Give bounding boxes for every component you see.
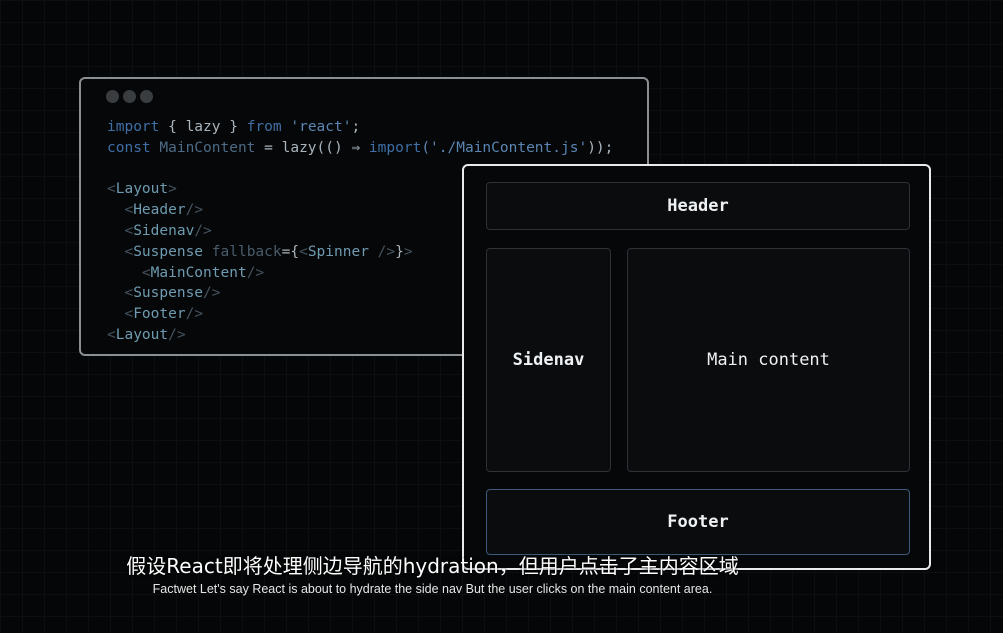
code-token: MainContent [150, 139, 256, 156]
code-token: Footer [133, 306, 186, 323]
code-line: <Suspense/> [107, 283, 613, 304]
code-token: 'react' [281, 119, 352, 135]
code-token: < [107, 243, 134, 260]
footer-region: Footer [486, 489, 910, 555]
code-token: < [107, 326, 116, 343]
code-line: <Sidenav/> [107, 221, 613, 242]
window-dot-icon [140, 90, 153, 103]
code-token [107, 161, 116, 177]
code-line: <Layout/> [107, 325, 613, 346]
code-token: /> [246, 264, 265, 281]
subtitle-english: Factwet Let's say React is about to hydr… [152, 582, 713, 596]
main-content-region: Main content [627, 248, 910, 472]
sidenav-region: Sidenav [486, 248, 611, 472]
code-token: Spinner [307, 243, 369, 260]
code-token: /> [185, 306, 204, 323]
code-line: import { lazy } from 'react'; [107, 117, 613, 138]
window-dot-icon [106, 90, 119, 103]
code-token: > [403, 243, 413, 260]
code-line: <Header/> [107, 200, 613, 221]
layout-diagram: Header Sidenav Main content Footer [462, 164, 931, 570]
code-token: Sidenav [133, 222, 195, 239]
code-token: > [168, 181, 177, 198]
code-token: = lazy(() ⇒ [255, 139, 369, 156]
code-token: Header [133, 202, 186, 219]
code-token: < [107, 202, 134, 219]
code-line: <Footer/> [107, 304, 613, 325]
code-line: <Suspense fallback={<Spinner />}> [107, 242, 613, 263]
code-token: { lazy } [159, 119, 247, 135]
code-line: const MainContent = lazy(() ⇒ import('./… [107, 138, 613, 159]
header-region: Header [486, 182, 910, 230]
code-token: < [107, 222, 134, 239]
code-token: /> [368, 243, 396, 260]
code-token: import [107, 119, 160, 135]
code-token: < [107, 181, 116, 198]
code-token: Suspense [133, 285, 204, 302]
code-token: /> [203, 285, 221, 302]
code-token: /> [194, 222, 212, 239]
code-line: <MainContent/> [107, 263, 613, 284]
subtitle-chinese: 假设React即将处理侧边导航的hydration，但用户点击了主内容区域 [126, 554, 739, 578]
code-token: < [299, 243, 308, 260]
code-block: import { lazy } from 'react';const MainC… [107, 117, 613, 346]
code-token: import [368, 139, 422, 156]
code-token: ={ [281, 243, 300, 260]
code-token: ; [351, 119, 361, 135]
code-token: < [107, 264, 151, 281]
code-token: const [107, 139, 151, 156]
code-token: )); [587, 139, 614, 156]
code-token: Layout [115, 181, 169, 198]
code-token: /> [185, 202, 204, 219]
code-token: Suspense [133, 243, 204, 260]
code-token: < [107, 285, 134, 302]
code-token: ('./MainContent.js' [421, 139, 588, 156]
code-token: fallback [203, 243, 282, 260]
code-token: < [107, 306, 134, 323]
code-token: /> [168, 326, 186, 343]
window-dot-icon [123, 90, 136, 103]
code-token: from [246, 119, 282, 135]
window-controls [106, 90, 153, 103]
code-token: MainContent [150, 264, 247, 281]
code-token: } [395, 243, 404, 260]
code-token: Layout [115, 326, 169, 343]
code-line: <Layout> [107, 179, 613, 200]
